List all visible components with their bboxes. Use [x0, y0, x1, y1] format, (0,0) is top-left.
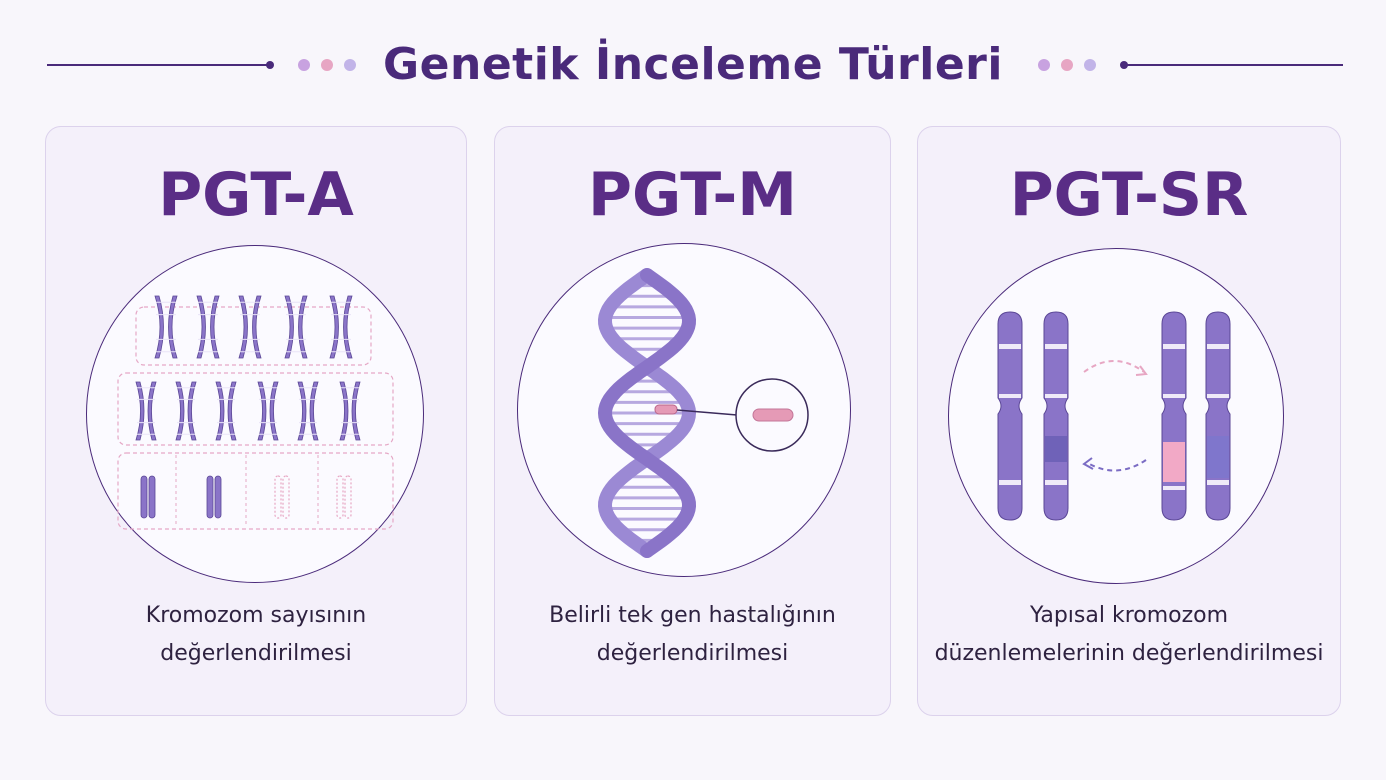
chromosome-pair-icon	[274, 475, 290, 519]
chromosome-pair-icon	[206, 475, 222, 519]
chromosome-icon	[329, 295, 353, 359]
header-dot-icon	[1061, 59, 1073, 71]
chromosome-icon	[135, 381, 157, 441]
card-title: PGT-SR	[1009, 160, 1249, 230]
header-dot-icon	[321, 59, 333, 71]
description-line: değerlendirilmesi	[596, 641, 789, 666]
chromosome-icon	[196, 295, 220, 359]
card-description: Kromozom sayısının değerlendirilmesi	[45, 597, 467, 673]
chromosome-karyotype-icon	[117, 295, 394, 530]
chromosome-icon	[284, 295, 308, 359]
chromosome-icon	[997, 311, 1023, 521]
chromosome-icon	[257, 381, 279, 441]
dna-helix-icon	[597, 268, 809, 558]
description-line: Belirli tek gen hastalığının	[549, 603, 836, 628]
header-dot-icon	[1038, 59, 1050, 71]
group-box	[135, 306, 372, 366]
chromosome-icon	[1043, 311, 1069, 521]
dna-strand	[597, 268, 697, 558]
chromosome-icon	[297, 381, 319, 441]
card-title: PGT-A	[158, 160, 354, 230]
card-description: Yapısal kromozom düzenlemelerinin değerl…	[917, 597, 1341, 673]
card-description: Belirli tek gen hastalığının değerlendir…	[494, 597, 891, 673]
group-box	[117, 452, 394, 530]
mutation-marker	[752, 408, 794, 422]
chromosome-pair-icon	[140, 475, 156, 519]
chromosome-icon	[238, 295, 262, 359]
mutation-marker	[654, 404, 678, 415]
header-line-end-dot-left	[266, 61, 274, 69]
header-divider-right	[1124, 64, 1343, 66]
chromosome-icon	[215, 381, 237, 441]
description-line: Kromozom sayısının	[145, 603, 367, 628]
chromosome-pair-icon	[336, 475, 352, 519]
header-divider-left	[47, 64, 270, 66]
dna-strand	[597, 268, 697, 558]
chromosome-icon	[1161, 311, 1187, 521]
card-title: PGT-M	[588, 160, 797, 230]
chromosome-icon	[175, 381, 197, 441]
chromosome-translocation-icon	[997, 311, 1231, 521]
description-line: Yapısal kromozom	[1029, 603, 1229, 628]
header-dot-icon	[1084, 59, 1096, 71]
header: Genetik İnceleme Türleri	[0, 0, 1386, 125]
chromosome-icon	[154, 295, 178, 359]
callout-line	[676, 409, 738, 416]
description-line: değerlendirilmesi	[160, 641, 352, 666]
chromosome-icon	[339, 381, 361, 441]
swap-arrow-icon	[1085, 459, 1147, 472]
description-line: düzenlemelerinin değerlendirilmesi	[934, 641, 1324, 666]
header-dot-icon	[298, 59, 310, 71]
page-title: Genetik İnceleme Türleri	[383, 39, 1003, 90]
arrow-head-icon	[1135, 365, 1148, 376]
header-dot-icon	[344, 59, 356, 71]
chromosome-icon	[1205, 311, 1231, 521]
swap-arrow-icon	[1083, 360, 1145, 373]
arrow-head-icon	[1082, 457, 1094, 470]
group-box	[117, 372, 394, 446]
